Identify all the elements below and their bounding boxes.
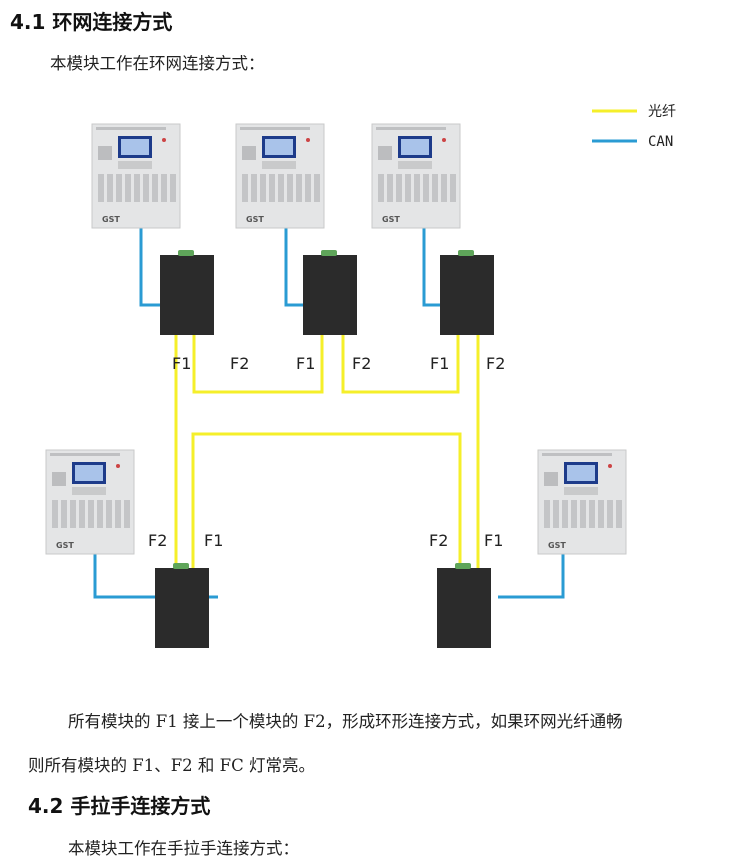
- fiber-module-1: [160, 250, 214, 335]
- ring-network-diagram: GST 光纤 CAN F1: [45, 104, 676, 648]
- m3-f2-label: F2: [486, 354, 505, 373]
- m4-f2-label: F2: [148, 531, 167, 550]
- fire-panel-5: [537, 449, 627, 555]
- fiber-module-2: [303, 250, 357, 335]
- legend-fiber-label: 光纤: [648, 104, 676, 120]
- fire-panel-1: [91, 123, 181, 229]
- legend: 光纤 CAN: [592, 104, 676, 150]
- m3-f1-label: F1: [430, 354, 449, 373]
- m5-f2-label: F2: [429, 531, 448, 550]
- section-heading-4-2: 4.2 手拉手连接方式: [28, 794, 211, 818]
- m5-f1-label: F1: [484, 531, 503, 550]
- legend-can-label: CAN: [648, 134, 673, 150]
- m2-f1-label: F1: [296, 354, 315, 373]
- fiber-module-5: [437, 563, 491, 648]
- fire-panel-2: [235, 123, 325, 229]
- fiber-m4f1-m5f2: [191, 432, 462, 568]
- fire-panel-4: [45, 449, 135, 555]
- fire-panel-3: [371, 123, 461, 229]
- section-heading-4-1: 4.1 环网连接方式: [10, 10, 173, 34]
- fiber-m1f2-m2f1: [192, 335, 324, 394]
- fiber-module-4: [155, 563, 209, 648]
- fiber-links: [174, 335, 480, 568]
- fiber-m2f2-m3f1: [341, 335, 460, 394]
- m4-f1-label: F1: [204, 531, 223, 550]
- fiber-module-3: [440, 250, 494, 335]
- m2-f2-label: F2: [352, 354, 371, 373]
- m1-f1-label: F1: [172, 354, 191, 373]
- port-labels: F1 F2 F1 F2 F1 F2 F2 F1 F2 F1: [148, 354, 505, 550]
- m1-f2-label: F2: [230, 354, 249, 373]
- paragraph-line-1: 所有模块的 F1 接上一个模块的 F2，形成环形连接方式，如果环网光纤通畅: [68, 712, 623, 731]
- section-intro-4-1: 本模块工作在环网连接方式：: [50, 54, 265, 73]
- paragraph-line-2: 则所有模块的 F1、F2 和 FC 灯常亮。: [28, 756, 315, 775]
- section-intro-4-2: 本模块工作在手拉手连接方式：: [68, 839, 299, 858]
